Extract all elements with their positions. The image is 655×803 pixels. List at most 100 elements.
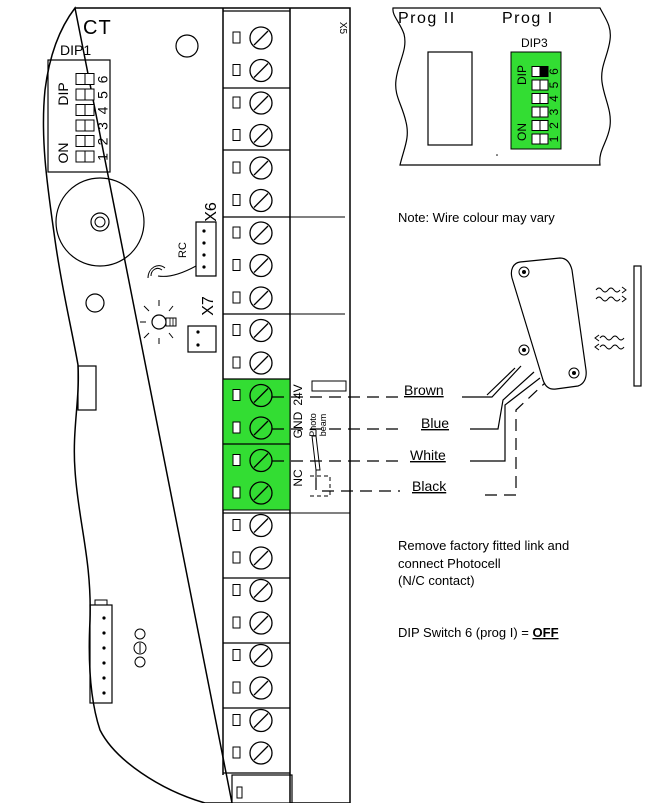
dip-switch-setting-value: OFF [533, 625, 559, 640]
terminal-slot [232, 454, 241, 466]
dip3-switch-on [539, 79, 549, 91]
terminal-screw-slot [253, 95, 269, 111]
dip3-switch-off [531, 106, 541, 118]
board-divider-lines [290, 216, 350, 514]
terminal-screw-icon [249, 416, 273, 440]
wire-label-blue: Blue [421, 415, 449, 431]
dip3-switch-off [531, 79, 541, 91]
x7-connector: X7 [187, 296, 217, 353]
dip3-number: 4 [547, 95, 561, 102]
board-title: CT [83, 17, 112, 39]
label-photo: Photo [308, 413, 318, 437]
terminal-screw-icon [249, 58, 273, 83]
terminal-screw-slot [253, 388, 269, 403]
rc-connector: X6 RC [147, 202, 220, 279]
terminal-screw-slot [253, 323, 269, 338]
terminal-slot [232, 486, 241, 499]
dip1-switch-off [75, 135, 86, 147]
dip3-number: 3 [547, 108, 561, 115]
terminal-slot [232, 519, 241, 531]
terminal-screw-slot [253, 485, 269, 501]
dip1-switch-on [84, 88, 95, 101]
prog2-label: Prog II [398, 10, 456, 27]
dip3-switch-on [539, 93, 549, 104]
terminal-screw-slot [253, 615, 269, 631]
terminal-screw-icon [249, 708, 273, 733]
terminal-screw-slot [253, 518, 269, 533]
wire-paths-right [462, 365, 546, 496]
terminal-screw-icon [249, 123, 273, 148]
terminal-slot [232, 649, 241, 661]
dip3-switches [531, 66, 549, 145]
board-side-tab [77, 365, 97, 411]
terminal-slot [232, 31, 241, 44]
dip1-switch-off [75, 150, 86, 163]
dip1-switch-off [75, 88, 86, 101]
terminal-groups [223, 10, 290, 774]
wire-label-white: White [410, 447, 446, 463]
prog1-label: Prog I [502, 10, 554, 27]
dip3-number: 1 [547, 135, 561, 142]
terminal-screw-icon [249, 643, 273, 668]
x5-label: X5 [337, 22, 348, 35]
terminal-screw-slot [253, 225, 269, 241]
terminal-screw-icon [249, 513, 273, 538]
dip1-number: 4 [95, 106, 111, 114]
dip1-switch-off [75, 119, 86, 132]
dip3-switch-on [539, 133, 549, 145]
terminal-screw-slot [253, 713, 269, 728]
factory-link [311, 435, 321, 471]
terminal-screw-icon [249, 383, 273, 408]
terminal-screw-icon [249, 676, 273, 700]
wire-label-brown: Brown [404, 382, 444, 398]
dip3-dip-label: DIP [515, 65, 529, 85]
terminal-slot [232, 616, 241, 629]
terminal-screw-icon [249, 351, 273, 375]
terminal-screw-icon [249, 611, 273, 635]
x7-label: X7 [200, 296, 217, 316]
label-gnd: GND [291, 411, 305, 438]
terminal-slot [232, 259, 241, 271]
terminal-screw-slot [253, 160, 269, 176]
terminal-screw-icon [249, 741, 273, 765]
terminal-slot [232, 226, 241, 239]
wire-colour-note: Note: Wire colour may vary [398, 210, 555, 225]
terminal-slot [232, 324, 241, 336]
dip1-dip-label: DIP [55, 82, 71, 105]
photocell-receiver [633, 265, 642, 387]
dip1-switch-on [84, 135, 95, 147]
dip1-number: 3 [95, 122, 111, 130]
terminal-screw-icon [249, 318, 273, 343]
terminal-screw-icon [249, 286, 273, 310]
label-24v: 24V [291, 384, 305, 405]
key-switch-icon [133, 628, 147, 668]
prog-panel-outline [392, 7, 611, 166]
terminal-slot [232, 389, 241, 401]
dip3-switch-off [531, 66, 541, 77]
terminal-screw-slot [253, 680, 269, 696]
terminal-screw-slot [253, 648, 269, 663]
terminal-screw-icon [249, 188, 273, 213]
terminal-screw-icon [249, 481, 273, 505]
dip1-switch-off [75, 73, 86, 85]
wire-label-black: Black [412, 478, 447, 494]
dip3-number: 2 [547, 122, 561, 129]
terminal-slot [232, 161, 241, 174]
terminal-screw-slot [253, 30, 269, 46]
terminal-slot [232, 291, 241, 304]
dip3-switch-on [539, 120, 549, 131]
terminal-slot [236, 786, 243, 799]
dip1-number: 6 [95, 75, 111, 83]
prog2-slot [427, 51, 473, 146]
terminal-screw-slot [253, 193, 269, 208]
x6-label: X6 [203, 202, 220, 222]
bottom-terminal [231, 774, 293, 803]
dip1-switch-off [75, 104, 86, 116]
terminal-screw-slot [253, 420, 269, 436]
mounting-hole [175, 34, 199, 58]
lamp-icon [140, 300, 177, 344]
